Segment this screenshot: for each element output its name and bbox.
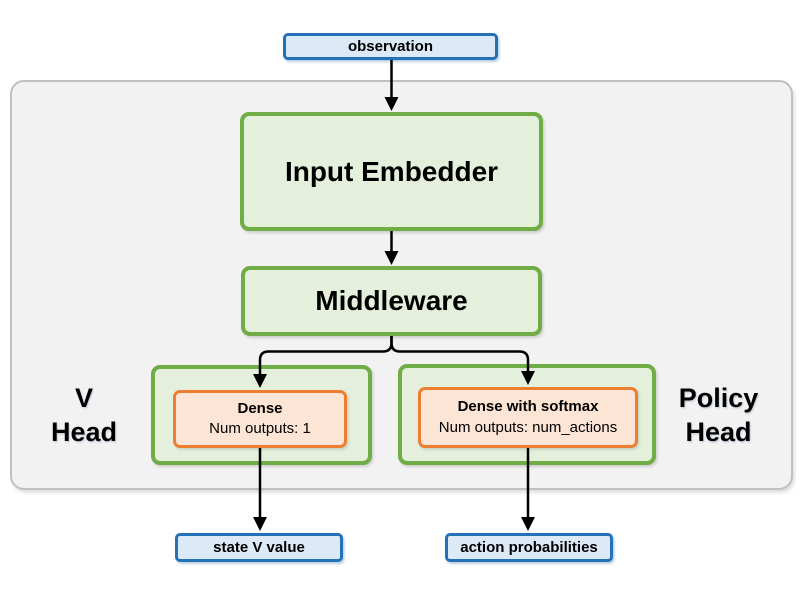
v-head-label-line1: V [74,383,93,413]
action-probabilities-label: action probabilities [460,539,598,556]
dense-layer-subtitle: Num outputs: 1 [209,420,311,437]
policy-head-label: Policy Head [656,381,781,449]
v-head-label: V Head [22,381,146,449]
dense-softmax-layer-title: Dense with softmax [457,398,599,416]
dense-softmax-layer-node: Dense with softmax Num outputs: num_acti… [418,387,638,448]
policy-head-label-line2: Head [685,417,752,447]
v-head-label-line2: Head [50,417,118,447]
observation-label: observation [347,38,434,55]
middleware-node: Middleware [241,266,542,336]
dense-layer-node: Dense Num outputs: 1 [173,390,347,448]
dense-layer-title: Dense [237,399,283,417]
action-probabilities-node: action probabilities [445,533,613,562]
dense-softmax-layer-subtitle: Num outputs: num_actions [438,418,618,436]
state-v-value-node: state V value [175,533,343,562]
middleware-label: Middleware [315,285,468,316]
observation-node: observation [283,33,498,60]
policy-head-label-line1: Policy [678,383,759,413]
input-embedder-label: Input Embedder [284,155,499,187]
state-v-value-label: state V value [213,539,305,556]
input-embedder-node: Input Embedder [240,112,543,231]
